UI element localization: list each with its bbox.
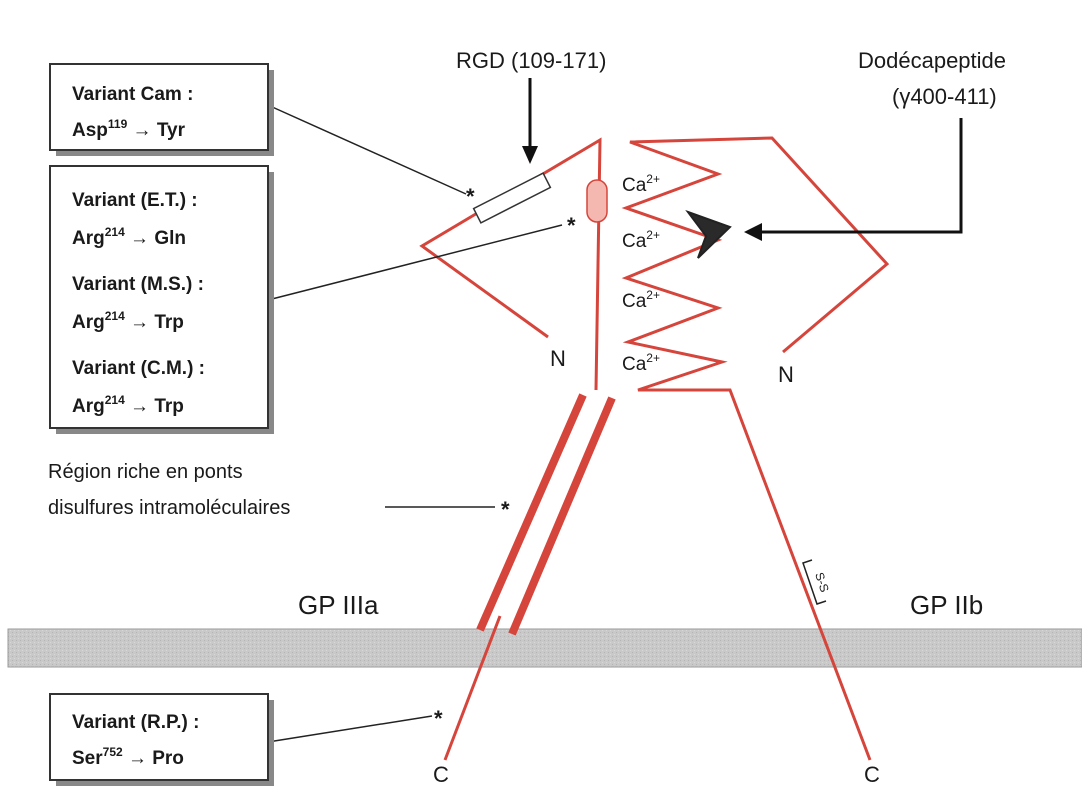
calcium-label: Ca2+ (622, 228, 660, 252)
calcium-sites: Ca2+ Ca2+ Ca2+ Ca2+ (622, 172, 660, 375)
connector-cam (269, 105, 467, 195)
gp3a-chain-lower (443, 615, 502, 761)
variant-cm-mutation: Arg214 → Trp (72, 393, 184, 417)
c-terminus-gp2b: C (864, 762, 880, 787)
capsule-marker (586, 179, 608, 223)
region-label-2: disulfures intramoléculaires (48, 497, 290, 519)
rgd-site (472, 172, 552, 224)
connector-variants (267, 224, 563, 301)
calcium-label: Ca2+ (622, 288, 660, 312)
dodecapeptide-label-2: (γ400-411) (892, 84, 997, 109)
variant-arg214-box: Variant (E.T.) : Arg214 → Gln Variant (M… (49, 165, 274, 434)
variant-cam-mutation: Asp119 → Tyr (72, 117, 186, 141)
rgd-arrow-head (522, 146, 538, 164)
region-label-1: Région riche en ponts (48, 461, 243, 483)
star-variants: * (567, 213, 576, 238)
n-terminus-gp3a: N (550, 346, 566, 371)
variant-et-title: Variant (E.T.) : (72, 190, 198, 211)
gp3a-chain-upper (419, 137, 602, 391)
variant-cam-box: Variant Cam : Asp119 → Tyr (49, 63, 274, 156)
dodecapeptide-chevron (685, 209, 732, 259)
gp3a-disulfide-band-1 (476, 393, 587, 632)
gp2b-chain (621, 136, 890, 761)
star-rp: * (434, 706, 443, 731)
dodecapeptide-label-1: Dodécapeptide (858, 48, 1006, 73)
variant-rp-mutation: Ser752 → Pro (72, 745, 184, 769)
gp3a-label: GP IIIa (298, 590, 379, 620)
variant-et-mutation: Arg214 → Gln (72, 225, 186, 249)
dodeca-arrow-head (744, 223, 762, 241)
dodeca-arrow (762, 118, 963, 234)
star-cam: * (466, 184, 475, 209)
variant-ms-title: Variant (M.S.) : (72, 274, 204, 295)
variant-cam-title: Variant Cam : (72, 84, 193, 105)
connector-rp (267, 715, 433, 743)
variant-rp-title: Variant (R.P.) : (72, 712, 199, 733)
gp2b-label: GP IIb (910, 590, 983, 620)
rgd-label: RGD (109-171) (456, 48, 606, 73)
n-terminus-gp2b: N (778, 362, 794, 387)
cell-membrane (7, 628, 1082, 668)
gp3a-disulfide-band-2 (508, 396, 616, 636)
star-region: * (501, 497, 510, 522)
c-terminus-gp3a: C (433, 762, 449, 787)
variant-cm-title: Variant (C.M.) : (72, 358, 205, 379)
calcium-label: Ca2+ (622, 172, 660, 196)
disulfide-label: S-S (812, 571, 831, 594)
ss-bracket (802, 559, 827, 605)
variant-ms-mutation: Arg214 → Trp (72, 309, 184, 333)
variant-rp-box: Variant (R.P.) : Ser752 → Pro (49, 693, 274, 786)
calcium-label: Ca2+ (622, 351, 660, 375)
